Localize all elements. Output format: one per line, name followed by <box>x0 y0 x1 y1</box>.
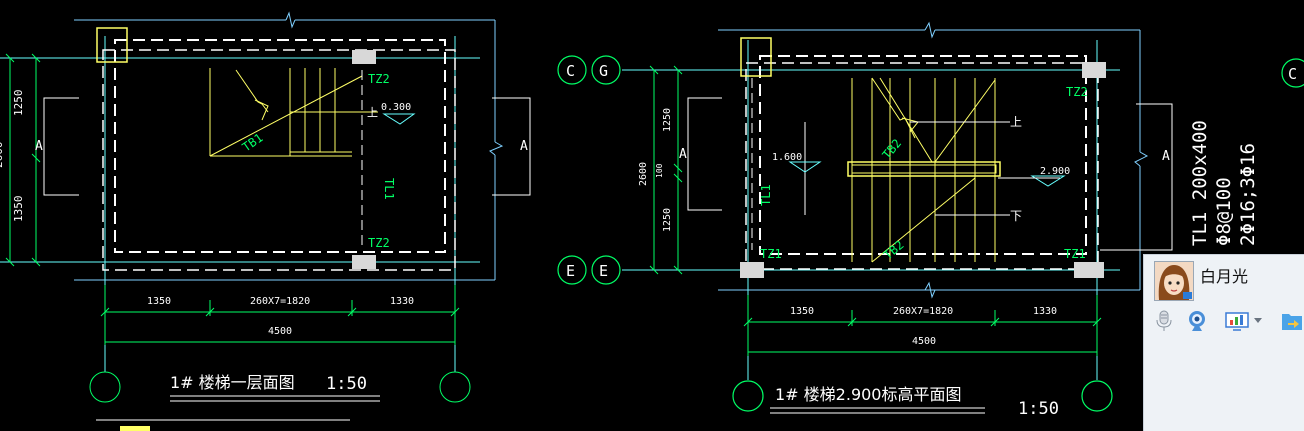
screen-share-icon[interactable] <box>1224 309 1250 333</box>
right-tz1-right-label: TZ1 <box>1064 247 1086 261</box>
axis-g-label: G <box>599 62 608 80</box>
left-tb1-label: TB1 <box>240 131 266 155</box>
left-up-label: 上 <box>367 106 378 119</box>
right-section-a-left: A <box>679 147 687 162</box>
left-tl1-label: TL1 <box>382 178 396 200</box>
left-stair-flight <box>209 68 416 157</box>
right-down-label: 下 <box>1010 209 1022 223</box>
microphone-icon[interactable] <box>1152 309 1176 333</box>
avatar[interactable] <box>1154 261 1194 301</box>
right-dim-bottom-3: 1330 <box>1033 306 1057 317</box>
right-dim-bottom-1: 1350 <box>790 306 814 317</box>
beam-note-line2: Φ8@100 <box>1213 177 1235 246</box>
column-top-left-right-plan <box>740 37 772 77</box>
chat-contact-panel[interactable]: 白月光 <box>1143 254 1304 431</box>
right-plan-scale: 1:50 <box>1018 399 1059 419</box>
left-section-a-left: A <box>35 139 43 154</box>
left-section-a-right: A <box>520 139 528 154</box>
right-elev-1600: 1.600 <box>772 152 802 163</box>
column-tz1-left <box>740 262 764 278</box>
right-section-a-right: A <box>1162 149 1170 164</box>
right-elev-2900: 2.900 <box>1040 166 1070 177</box>
left-plan-title: 1# 楼梯一层面图 <box>170 373 295 392</box>
right-tb2-bottom-label: TB2 <box>881 238 907 263</box>
right-dim-2600: 2600 <box>638 162 649 186</box>
left-tz2-bottom: TZ2 <box>368 236 390 250</box>
right-tz1-left-label: TZ1 <box>760 247 782 261</box>
right-dim-1250-top: 1250 <box>662 108 673 132</box>
right-plan-title: 1# 楼梯2.900标高平面图 <box>775 385 961 404</box>
beam-note-line3: 2Φ16;3Φ16 <box>1237 143 1259 246</box>
axis-e-label-1: E <box>566 262 575 280</box>
right-up-label: 上 <box>1010 115 1022 129</box>
webcam-icon[interactable] <box>1184 309 1210 333</box>
left-dim-total: 2600 <box>0 142 5 169</box>
right-tb2-top-label: TB2 <box>880 136 905 162</box>
column-tz1-right <box>1074 262 1104 278</box>
left-dim-bottom-2: 260X7=1820 <box>250 296 310 307</box>
column-tz2-bottom <box>352 255 376 269</box>
right-dim-100: 100 <box>655 163 664 178</box>
axis-c-label: C <box>566 62 575 80</box>
axis-e-label-2: E <box>599 262 608 280</box>
left-dim-total-bottom: 4500 <box>268 326 292 337</box>
left-dim-bottom-1: 1350 <box>147 296 171 307</box>
column-tz2-right <box>1082 62 1106 78</box>
contact-name: 白月光 <box>1200 267 1249 286</box>
left-plan-scale: 1:50 <box>326 374 367 394</box>
column-top-left <box>96 27 128 63</box>
left-dim-1250: 1250 <box>12 90 25 117</box>
left-floor-plan <box>0 11 531 431</box>
left-dim-bottom-3: 1330 <box>390 296 414 307</box>
beam-note-line1: TL1 200x400 <box>1189 120 1211 246</box>
axis-c-far-label: C <box>1288 65 1297 83</box>
right-dim-bottom-2: 260X7=1820 <box>893 306 953 317</box>
right-floor-plan <box>557 21 1304 414</box>
dropdown-arrow-icon[interactable] <box>1252 309 1264 333</box>
file-transfer-icon[interactable] <box>1279 309 1304 333</box>
column-tz2-top <box>352 50 376 64</box>
right-tz2-label: TZ2 <box>1066 85 1088 99</box>
left-elev-label: 0.300 <box>381 102 411 113</box>
right-dim-total: 4500 <box>912 336 936 347</box>
right-dim-1250-bottom: 1250 <box>662 208 673 232</box>
left-dim-1350: 1350 <box>12 196 25 223</box>
right-tl1-label: TL1 <box>759 184 773 206</box>
left-tz2-top: TZ2 <box>368 72 390 86</box>
right-stair-flights <box>788 77 1066 263</box>
